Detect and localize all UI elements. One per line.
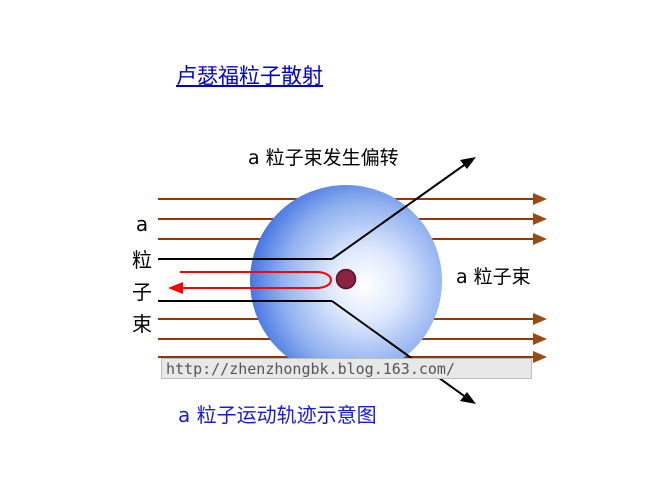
beam-arrowhead-6 bbox=[533, 351, 547, 363]
upper-deflected-trajectory bbox=[158, 157, 476, 260]
beam-left-label-char-3: 子 bbox=[132, 280, 152, 304]
rebound-trajectory bbox=[168, 271, 332, 294]
nucleus bbox=[335, 268, 357, 290]
beam-arrowhead-1 bbox=[533, 193, 547, 205]
beam-arrowheads bbox=[533, 193, 547, 363]
beam-left-label-char-2: 粒 bbox=[132, 248, 152, 272]
beam-right-label: a 粒子束 bbox=[456, 266, 531, 288]
lower-deflected-trajectory bbox=[158, 300, 476, 404]
beam-left-label-char-1: a bbox=[135, 212, 149, 236]
beam-arrowhead-4 bbox=[533, 313, 547, 325]
diagram-caption: a 粒子运动轨迹示意图 bbox=[178, 403, 377, 427]
beam-arrowhead-3 bbox=[533, 233, 547, 245]
beam-arrowhead-5 bbox=[533, 333, 547, 345]
watermark-url: http://zhenzhongbk.blog.163.com/ bbox=[161, 358, 532, 379]
diagram-title[interactable]: 卢瑟福粒子散射 bbox=[176, 64, 323, 88]
beam-left-label-char-4: 束 bbox=[132, 312, 152, 336]
deflected-beam-label: a 粒子束发生偏转 bbox=[248, 147, 399, 169]
beam-arrowhead-2 bbox=[533, 213, 547, 225]
